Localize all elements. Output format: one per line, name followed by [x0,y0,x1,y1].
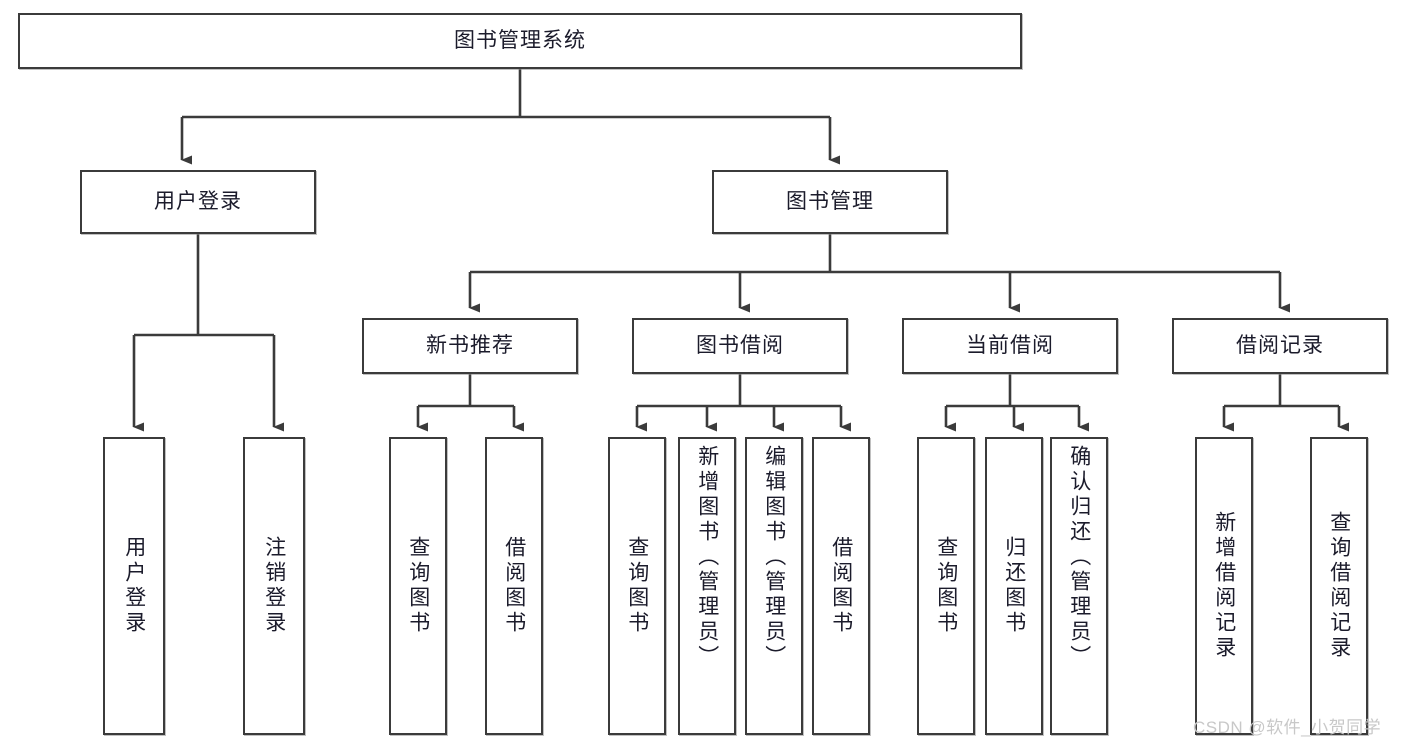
node-book-manage[interactable]: 图书管理 [712,170,948,234]
node-new-book-rec-label: 新书推荐 [426,334,514,358]
leaf-confirm-return-label: 确认归还（管理员） [1067,445,1091,670]
leaf-user-login-label: 用户登录 [122,536,146,636]
leaf-logout[interactable]: 注销登录 [243,437,305,735]
leaf-borrow-book-1-label: 借阅图书 [502,536,526,636]
leaf-return-book[interactable]: 归还图书 [985,437,1043,735]
leaf-borrow-book-2-label: 借阅图书 [829,536,853,636]
leaf-query-record-label: 查询借阅记录 [1327,511,1351,661]
node-borrow-record[interactable]: 借阅记录 [1172,318,1388,374]
leaf-add-record-label: 新增借阅记录 [1212,511,1236,661]
leaf-borrow-book-1[interactable]: 借阅图书 [485,437,543,735]
leaf-query-book-2-label: 查询图书 [625,536,649,636]
leaf-borrow-book-2[interactable]: 借阅图书 [812,437,870,735]
node-book-manage-label: 图书管理 [786,190,874,214]
node-current-borrow-label: 当前借阅 [966,334,1054,358]
leaf-add-record[interactable]: 新增借阅记录 [1195,437,1253,735]
leaf-return-book-label: 归还图书 [1002,536,1026,636]
node-root-label: 图书管理系统 [454,29,586,53]
watermark: CSDN @软件_小贺同学 [1193,718,1382,737]
leaf-query-book-3-label: 查询图书 [934,536,958,636]
node-root[interactable]: 图书管理系统 [18,13,1022,69]
leaf-add-book[interactable]: 新增图书（管理员） [678,437,736,735]
leaf-add-book-label: 新增图书（管理员） [695,445,719,670]
leaf-edit-book[interactable]: 编辑图书（管理员） [745,437,803,735]
node-user-login[interactable]: 用户登录 [80,170,316,234]
leaf-query-book-2[interactable]: 查询图书 [608,437,666,735]
node-new-book-rec[interactable]: 新书推荐 [362,318,578,374]
leaf-query-book-1-label: 查询图书 [406,536,430,636]
node-current-borrow[interactable]: 当前借阅 [902,318,1118,374]
node-user-login-label: 用户登录 [154,190,242,214]
leaf-query-book-1[interactable]: 查询图书 [389,437,447,735]
leaf-query-record[interactable]: 查询借阅记录 [1310,437,1368,735]
leaf-confirm-return[interactable]: 确认归还（管理员） [1050,437,1108,735]
node-borrow-record-label: 借阅记录 [1236,334,1324,358]
leaf-logout-label: 注销登录 [262,536,286,636]
leaf-edit-book-label: 编辑图书（管理员） [762,445,786,670]
leaf-user-login[interactable]: 用户登录 [103,437,165,735]
node-book-borrow[interactable]: 图书借阅 [632,318,848,374]
node-book-borrow-label: 图书借阅 [696,334,784,358]
leaf-query-book-3[interactable]: 查询图书 [917,437,975,735]
